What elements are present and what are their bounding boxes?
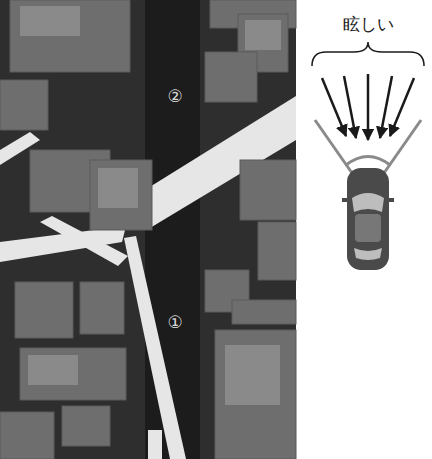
bracket — [312, 42, 424, 66]
roof-highlights — [20, 6, 281, 405]
road — [145, 0, 200, 459]
callout-number: ② — [167, 87, 182, 106]
glare-arrows — [322, 74, 414, 140]
city-map — [0, 0, 296, 459]
caption-label: 眩しい — [343, 15, 394, 34]
sunlight — [0, 96, 296, 459]
car-icon — [342, 168, 394, 270]
callout-number: ① — [167, 313, 182, 332]
buildings — [0, 0, 296, 459]
